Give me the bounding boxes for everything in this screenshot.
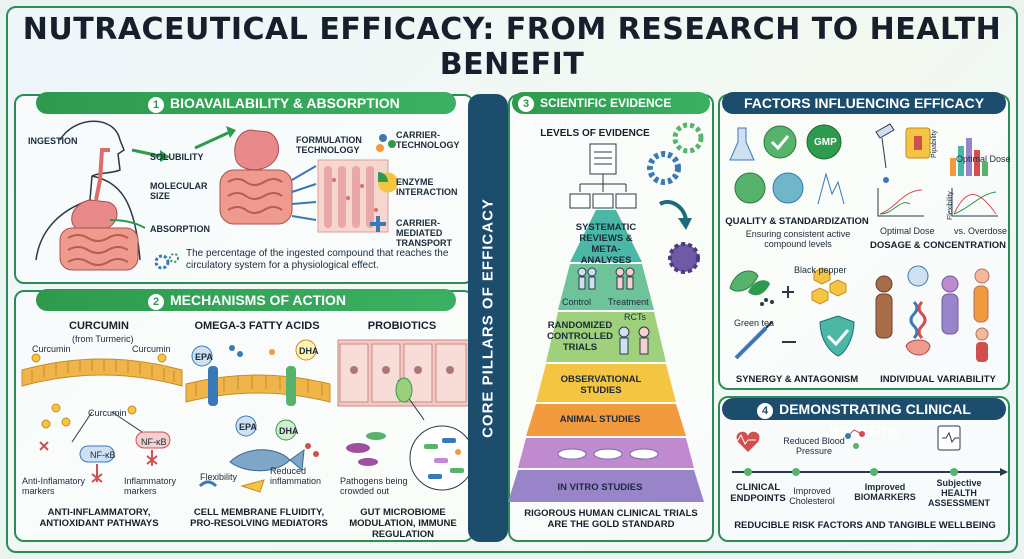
dha-label-2: DHA [279, 426, 299, 436]
green-tea-label: Green tea [734, 318, 775, 328]
pyramid-level [536, 364, 676, 402]
nfkb-label-2: NF-κB [141, 437, 167, 447]
pyramid-label-observational: OBSERVATIONAL STUDIES [560, 374, 642, 396]
vs-overdose-label: vs. Overdose [954, 226, 1008, 236]
section-title: MECHANISMS OF ACTION [170, 292, 347, 308]
curcumin-subtitle: (from Turmeric) [72, 334, 134, 344]
anti-markers-label: Anti-Inflamatory markers [22, 476, 86, 496]
dha-label-1: DHA [299, 346, 319, 356]
section-title: SCIENTIFIC EVIDENCE CASCADE [518, 96, 672, 132]
treatment-label: Treatment [608, 297, 649, 307]
evidence-pyramid [508, 210, 704, 502]
page-title: NUTRACEUTICAL EFFICACY: FROM RESEARCH TO… [22, 12, 1002, 82]
carrier-mediated-label: CARRIER-MEDIATED TRANSPORT [396, 218, 452, 248]
clinical-benefits-header: 4 DEMONSTRATING CLINICAL BENEFITS [722, 398, 1006, 439]
pyramid-label-animal: ANIMAL STUDIES [559, 414, 641, 425]
improved-cholesterol-label: Improved Cholesterol [789, 486, 835, 506]
pathogens-label: Pathogens being crowded out [340, 476, 408, 496]
epa-label-1: EPA [195, 352, 213, 362]
subjective-health-label: Subjective HEALTH ASSESSMENT [927, 478, 990, 508]
bioavailability-header: 1 BIOAVAILABILITY & ABSORPTION [36, 92, 456, 114]
section-number: 2 [148, 294, 164, 310]
curcumin-membrane-illustration [21, 353, 183, 483]
solubility-label: SOLUBILITY [150, 152, 204, 162]
flexibility-label: Flexibility [200, 472, 238, 482]
clinical-endpoints-label: CLINICAL ENDPOINTS [730, 482, 786, 504]
curcumin-left-label: Curcumin [32, 344, 71, 354]
pyramid-level [570, 210, 642, 262]
improved-biomarkers-label: Improved BIOMARKERS [854, 482, 916, 502]
reduced-bp-label: Reduced Blood Pressure [783, 436, 845, 456]
pyramid-level [508, 470, 704, 502]
probiotics-caption: GUT MICROBIOME MODULATION, IMMUNE REGULA… [349, 507, 457, 540]
black-pepper-label: Black pepper [794, 265, 847, 275]
optimal-dose-label-1: Optimal Dose [956, 154, 1011, 164]
section-number: 4 [757, 403, 774, 419]
flexibility-axis-label: Flexibility [947, 191, 954, 220]
quality-description: Ensuring consistent active compound leve… [745, 229, 851, 249]
nfkb-label-1: NF-κB [90, 450, 116, 460]
section-title: DEMONSTRATING CLINICAL BENEFITS [779, 401, 971, 439]
curcumin-right-label: Curcumin [132, 344, 171, 354]
pipability-label: Pipability [931, 129, 938, 158]
clinical-benefits-panel [718, 396, 1010, 542]
enzyme-label: ENZYME INTERACTION [396, 177, 458, 197]
pyramid-label-in-vitro: IN VITRO STUDIES [557, 482, 643, 493]
ingestion-label: INGESTION [28, 136, 78, 146]
factors-header: FACTORS INFLUENCING EFFICACY [722, 92, 1006, 114]
rcts-label: RCTs [624, 312, 646, 322]
probiotics-gut-illustration [337, 339, 475, 491]
mechanisms-header: 2 MECHANISMS OF ACTION [36, 289, 456, 311]
omega3-membrane-illustration [185, 339, 331, 493]
pyramid-label-rct: RANDOMIZED CONTROLLED TRIALS [547, 320, 613, 353]
synergy-icons [729, 267, 855, 360]
quality-icons [729, 124, 845, 205]
optimal-dose-label-2: Optimal Dose [880, 226, 935, 236]
individual-variability-icons [875, 265, 990, 362]
pyramid-level [526, 404, 686, 436]
pyramid-level [546, 312, 666, 362]
reduced-inflammation-label: Reduced inflammation [270, 466, 322, 486]
clinical-timeline [732, 425, 1008, 476]
individual-title: INDIVIDUAL VARIABILITY [880, 374, 996, 385]
formulation-label: FORMULATION TECHNOLOGY [296, 135, 362, 155]
pyramid-label-systematic: SYSTEMATIC REVIEWS & META-ANALYSES [575, 222, 637, 266]
inflammatory-markers-label: Inflammatory markers [124, 476, 177, 496]
clinical-caption: REDUCIBLE RISK FACTORS AND TANGIBLE WELL… [734, 520, 996, 531]
carrier-label: CARRIER-TECHNOLOGY [396, 130, 460, 150]
core-pillars-banner: CORE PILLARS OF EFFICACY [468, 94, 508, 542]
epa-label-2: EPA [239, 422, 257, 432]
probiotics-title: PROBIOTICS [367, 320, 437, 332]
dosage-icons [875, 123, 998, 217]
quality-title: QUALITY & STANDARDIZATION [725, 216, 869, 227]
synergy-title: SYNERGY & ANTAGONISM [735, 374, 859, 385]
evidence-caption: RIGOROUS HUMAN CLINICAL TRIALS ARE THE G… [524, 508, 698, 530]
section-number: 1 [148, 97, 164, 113]
section-number: 3 [518, 96, 534, 112]
levels-title: LEVELS OF EVIDENCE [540, 128, 650, 139]
digestive-system-illustration [35, 120, 398, 271]
gmp-label: GMP [814, 137, 837, 148]
dosage-title: DOSAGE & CONCENTRATION [870, 240, 1006, 251]
evidence-documents-illustration [569, 122, 704, 274]
omega3-caption: CELL MEMBRANE FLUIDITY, PRO-RESOLVING ME… [190, 507, 328, 529]
core-pillars-text: CORE PILLARS OF EFFICACY [479, 198, 497, 438]
omega3-title: OMEGA-3 FATTY ACIDS [194, 320, 320, 332]
molecular-size-label: MOLECULAR SIZE [150, 181, 208, 201]
curcumin-caption: ANTI-INFLAMMATORY, ANTIOXIDANT PATHWAYS [39, 507, 159, 529]
control-label: Control [562, 297, 592, 307]
absorption-label: ABSORPTION [150, 224, 211, 234]
curcumin-center-label: Curcumin [88, 408, 127, 418]
bioavailability-description: The percentage of the ingested compound … [186, 248, 449, 271]
section-title: BIOAVAILABILITY & ABSORPTION [170, 95, 400, 111]
curcumin-title: CURCUMIN [69, 320, 129, 332]
